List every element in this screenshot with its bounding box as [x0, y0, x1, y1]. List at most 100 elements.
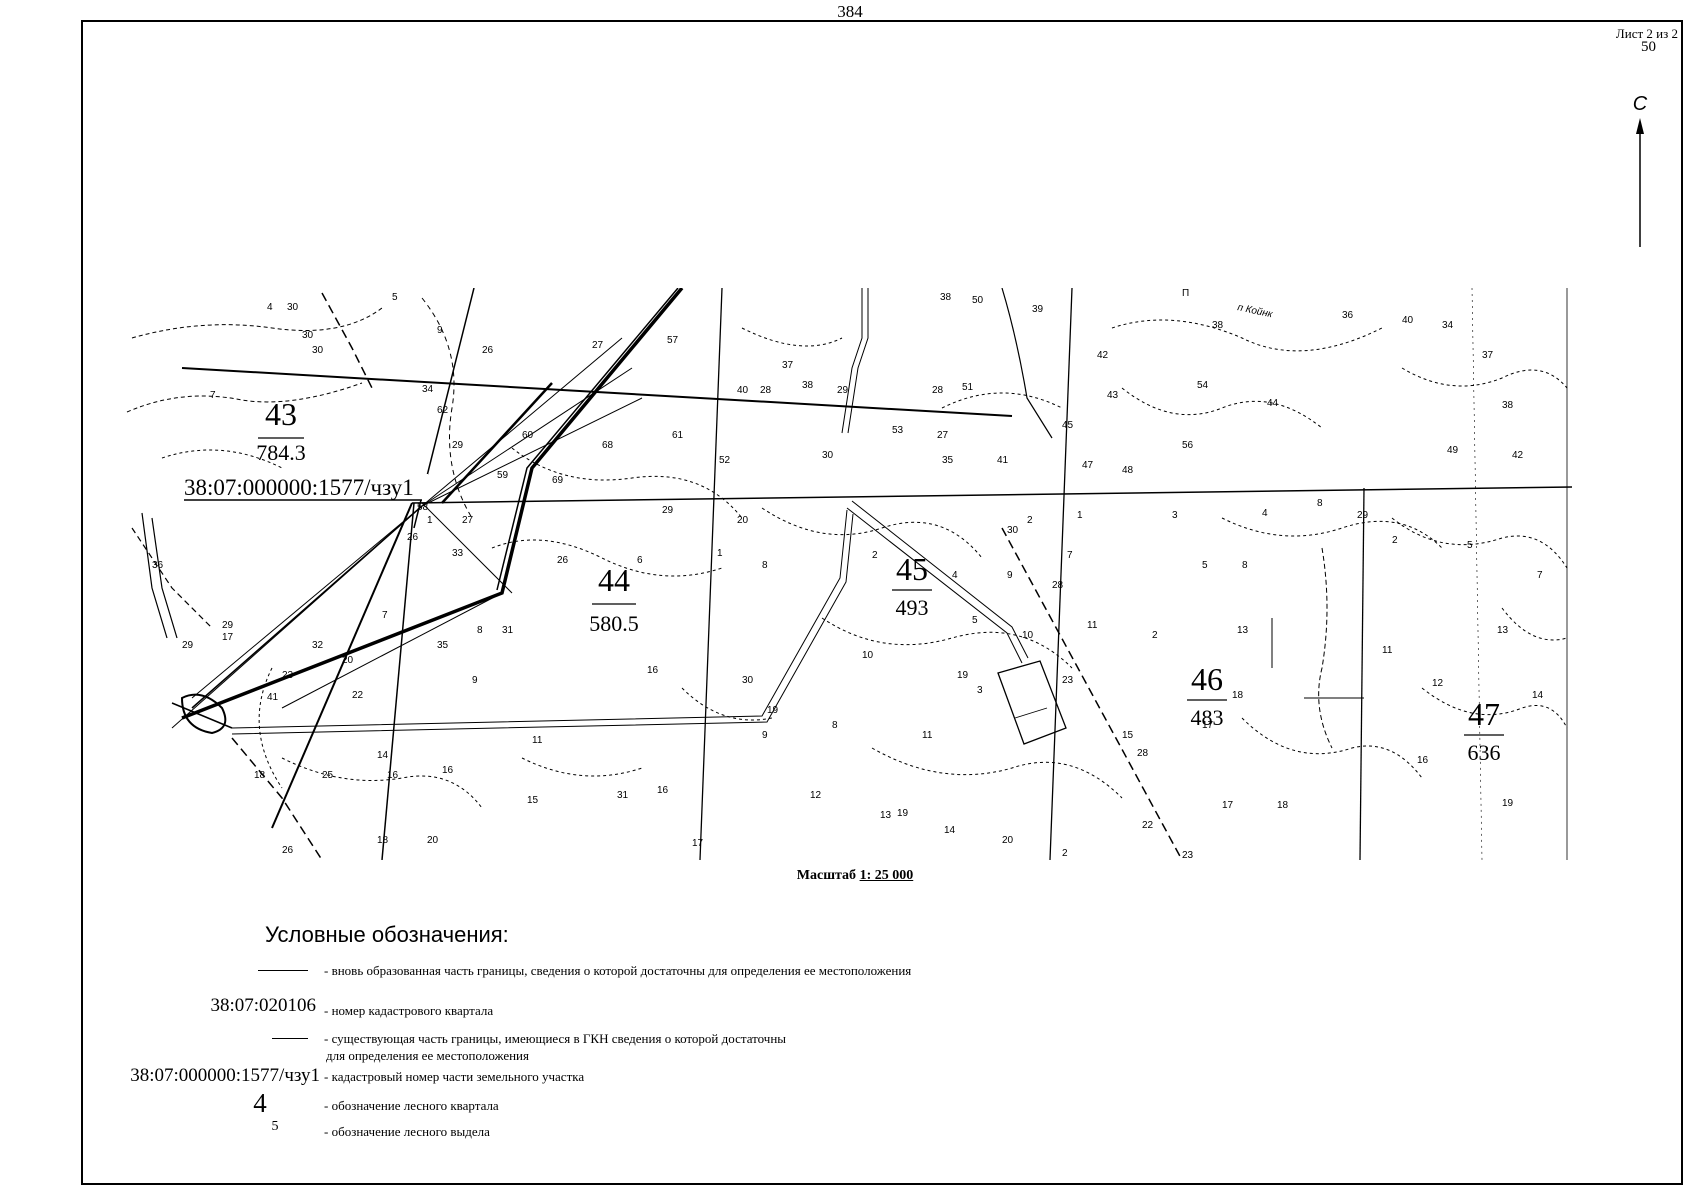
legend-parcel-desc: - кадастровый номер части земельного уча…: [324, 1069, 585, 1084]
svg-text:30: 30: [312, 345, 324, 356]
svg-text:29: 29: [837, 385, 849, 396]
page-number: 384: [837, 2, 863, 21]
svg-text:38: 38: [940, 292, 952, 303]
svg-text:9: 9: [437, 325, 443, 336]
svg-text:9: 9: [1007, 570, 1013, 581]
svg-text:40: 40: [737, 385, 749, 396]
svg-text:26: 26: [482, 345, 494, 356]
svg-text:30: 30: [742, 675, 754, 686]
svg-text:2: 2: [1152, 630, 1158, 641]
svg-text:30: 30: [1007, 525, 1019, 536]
svg-text:11: 11: [922, 730, 933, 741]
svg-text:4: 4: [952, 570, 958, 581]
svg-text:29: 29: [662, 505, 674, 516]
quarter-44-number: 44: [598, 562, 630, 598]
svg-text:5: 5: [1467, 540, 1473, 551]
legend-forest-quarter-desc: - обозначение лесного квартала: [324, 1098, 499, 1113]
svg-text:47: 47: [1082, 460, 1094, 471]
svg-text:16: 16: [647, 665, 659, 676]
svg-text:8: 8: [1317, 498, 1323, 509]
svg-text:30: 30: [822, 450, 834, 461]
svg-text:П: П: [1182, 288, 1189, 299]
svg-text:1: 1: [427, 515, 433, 526]
svg-text:50: 50: [972, 295, 984, 306]
svg-text:18: 18: [254, 770, 266, 781]
svg-text:19: 19: [897, 808, 909, 819]
legend-existing-boundary-desc-line1: - существующая часть границы, имеющиеся …: [324, 1031, 787, 1046]
svg-text:36: 36: [1342, 310, 1354, 321]
legend-forest-quarter-symbol: 4: [253, 1088, 267, 1118]
legend-existing-boundary-desc: - существующая часть границы, имеющиеся …: [324, 1030, 786, 1064]
legend-title: Условные обозначения:: [265, 922, 509, 947]
map-parcel-label: 38:07:000000:1577/чзу1: [184, 475, 414, 500]
svg-text:52: 52: [719, 455, 731, 466]
svg-text:29: 29: [1357, 510, 1369, 521]
svg-text:31: 31: [617, 790, 629, 801]
svg-text:41: 41: [267, 692, 279, 703]
svg-text:23: 23: [1182, 850, 1194, 860]
svg-text:14: 14: [377, 750, 389, 761]
svg-text:11: 11: [1087, 620, 1098, 631]
svg-text:4: 4: [267, 302, 273, 313]
svg-text:42: 42: [1512, 450, 1524, 461]
svg-text:17: 17: [1222, 800, 1234, 811]
svg-text:45: 45: [1062, 420, 1074, 431]
svg-text:25: 25: [322, 770, 334, 781]
svg-text:56: 56: [1182, 440, 1194, 451]
svg-text:12: 12: [810, 790, 822, 801]
svg-text:3: 3: [1172, 510, 1178, 521]
svg-text:28: 28: [1137, 748, 1149, 759]
svg-text:23: 23: [282, 670, 294, 681]
svg-text:7: 7: [382, 610, 388, 621]
svg-text:33: 33: [452, 548, 464, 559]
quarter-47-area: 636: [1468, 740, 1501, 765]
svg-text:9: 9: [472, 675, 478, 686]
quarter-45-area: 493: [896, 595, 929, 620]
svg-text:42: 42: [1097, 350, 1109, 361]
svg-text:27: 27: [462, 515, 474, 526]
svg-text:41: 41: [997, 455, 1009, 466]
svg-text:36: 36: [152, 560, 164, 571]
svg-text:7: 7: [1067, 550, 1073, 561]
svg-text:17: 17: [692, 838, 704, 849]
svg-text:3: 3: [977, 685, 983, 696]
map-dashed-contours: [126, 297, 1568, 809]
svg-text:26: 26: [282, 845, 294, 856]
svg-text:34: 34: [422, 384, 434, 395]
svg-text:40: 40: [1402, 315, 1414, 326]
scale-caption: Масштаб 1: 25 000: [700, 868, 1010, 884]
svg-text:26: 26: [407, 532, 419, 543]
quarter-46-number: 46: [1191, 661, 1223, 697]
svg-text:30: 30: [287, 302, 299, 313]
legend-new-boundary-desc: - вновь образованная часть границы, свед…: [324, 963, 912, 978]
north-arrow-icon: С: [1633, 93, 1648, 247]
svg-text:22: 22: [1142, 820, 1154, 831]
svg-text:13: 13: [1237, 625, 1249, 636]
svg-text:28: 28: [760, 385, 772, 396]
svg-text:44: 44: [1267, 398, 1279, 409]
legend-quarter-desc: - номер кадастрового квартала: [324, 1003, 494, 1018]
legend-quarter-symbol: 38:07:020106: [210, 995, 316, 1016]
legend-new-boundary-line: [258, 970, 308, 971]
quarter-46-area: 483: [1191, 705, 1224, 730]
svg-text:1: 1: [717, 548, 723, 559]
quarter-45-number: 45: [896, 551, 928, 587]
svg-text:19: 19: [767, 705, 779, 716]
svg-text:38: 38: [1502, 400, 1514, 411]
svg-text:69: 69: [552, 475, 564, 486]
svg-text:1: 1: [1077, 510, 1083, 521]
quarter-43-number: 43: [265, 396, 297, 432]
svg-text:27: 27: [592, 340, 604, 351]
svg-text:8: 8: [1242, 560, 1248, 571]
svg-text:10: 10: [862, 650, 874, 661]
svg-text:9: 9: [762, 730, 768, 741]
legend-existing-boundary-line: [272, 1038, 308, 1039]
svg-text:62: 62: [437, 405, 449, 416]
quarter-43: 43 784.3: [256, 396, 306, 465]
svg-text:27: 27: [937, 430, 949, 441]
svg-text:20: 20: [427, 835, 439, 846]
svg-text:14: 14: [944, 825, 956, 836]
svg-text:30: 30: [302, 330, 314, 341]
